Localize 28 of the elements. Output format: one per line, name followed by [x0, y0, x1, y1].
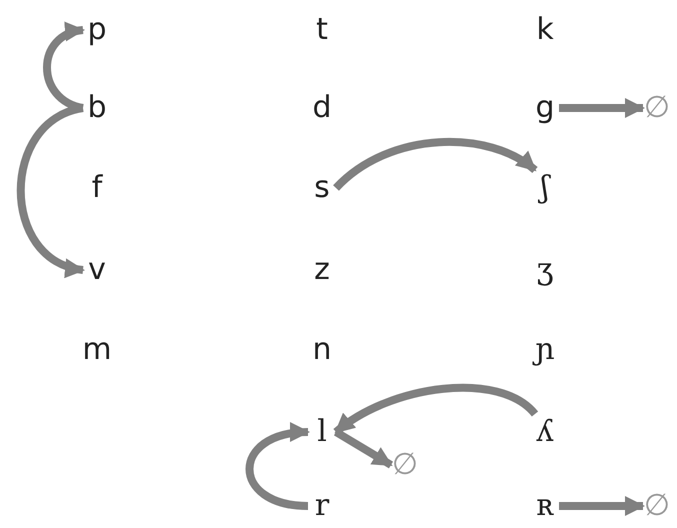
phoneme-symbol: ɲ — [531, 332, 559, 368]
phoneme-symbol: ʒ — [531, 252, 559, 288]
null-symbol: ∅ — [643, 488, 671, 524]
arrow — [333, 138, 538, 191]
phoneme-symbol: z — [308, 252, 336, 288]
arrow — [334, 428, 394, 468]
phoneme-symbol: ʎ — [531, 414, 559, 450]
phoneme-symbol: d — [308, 90, 336, 126]
phoneme-symbol: ʃ — [531, 170, 559, 206]
phoneme-symbol: n — [308, 332, 336, 368]
null-symbol: ∅ — [391, 447, 419, 483]
arrow — [559, 98, 645, 118]
phoneme-symbol: k — [531, 12, 559, 48]
arrow — [334, 384, 538, 436]
phoneme-symbol: v — [83, 252, 111, 288]
phoneme-symbol: ʀ — [531, 488, 559, 524]
phoneme-symbol: t — [308, 12, 336, 48]
phoneme-symbol: b — [83, 90, 111, 126]
phoneme-symbol: f — [83, 170, 111, 206]
arrow — [559, 496, 645, 516]
phoneme-symbol: l — [308, 414, 336, 450]
phoneme-symbol: r — [308, 488, 336, 524]
phoneme-symbol: m — [83, 332, 111, 368]
phoneme-symbol: p — [83, 12, 111, 48]
phoneme-symbol: g — [531, 90, 559, 126]
null-symbol: ∅ — [643, 90, 671, 126]
arrow — [246, 424, 310, 510]
phoneme-symbol: s — [308, 170, 336, 206]
